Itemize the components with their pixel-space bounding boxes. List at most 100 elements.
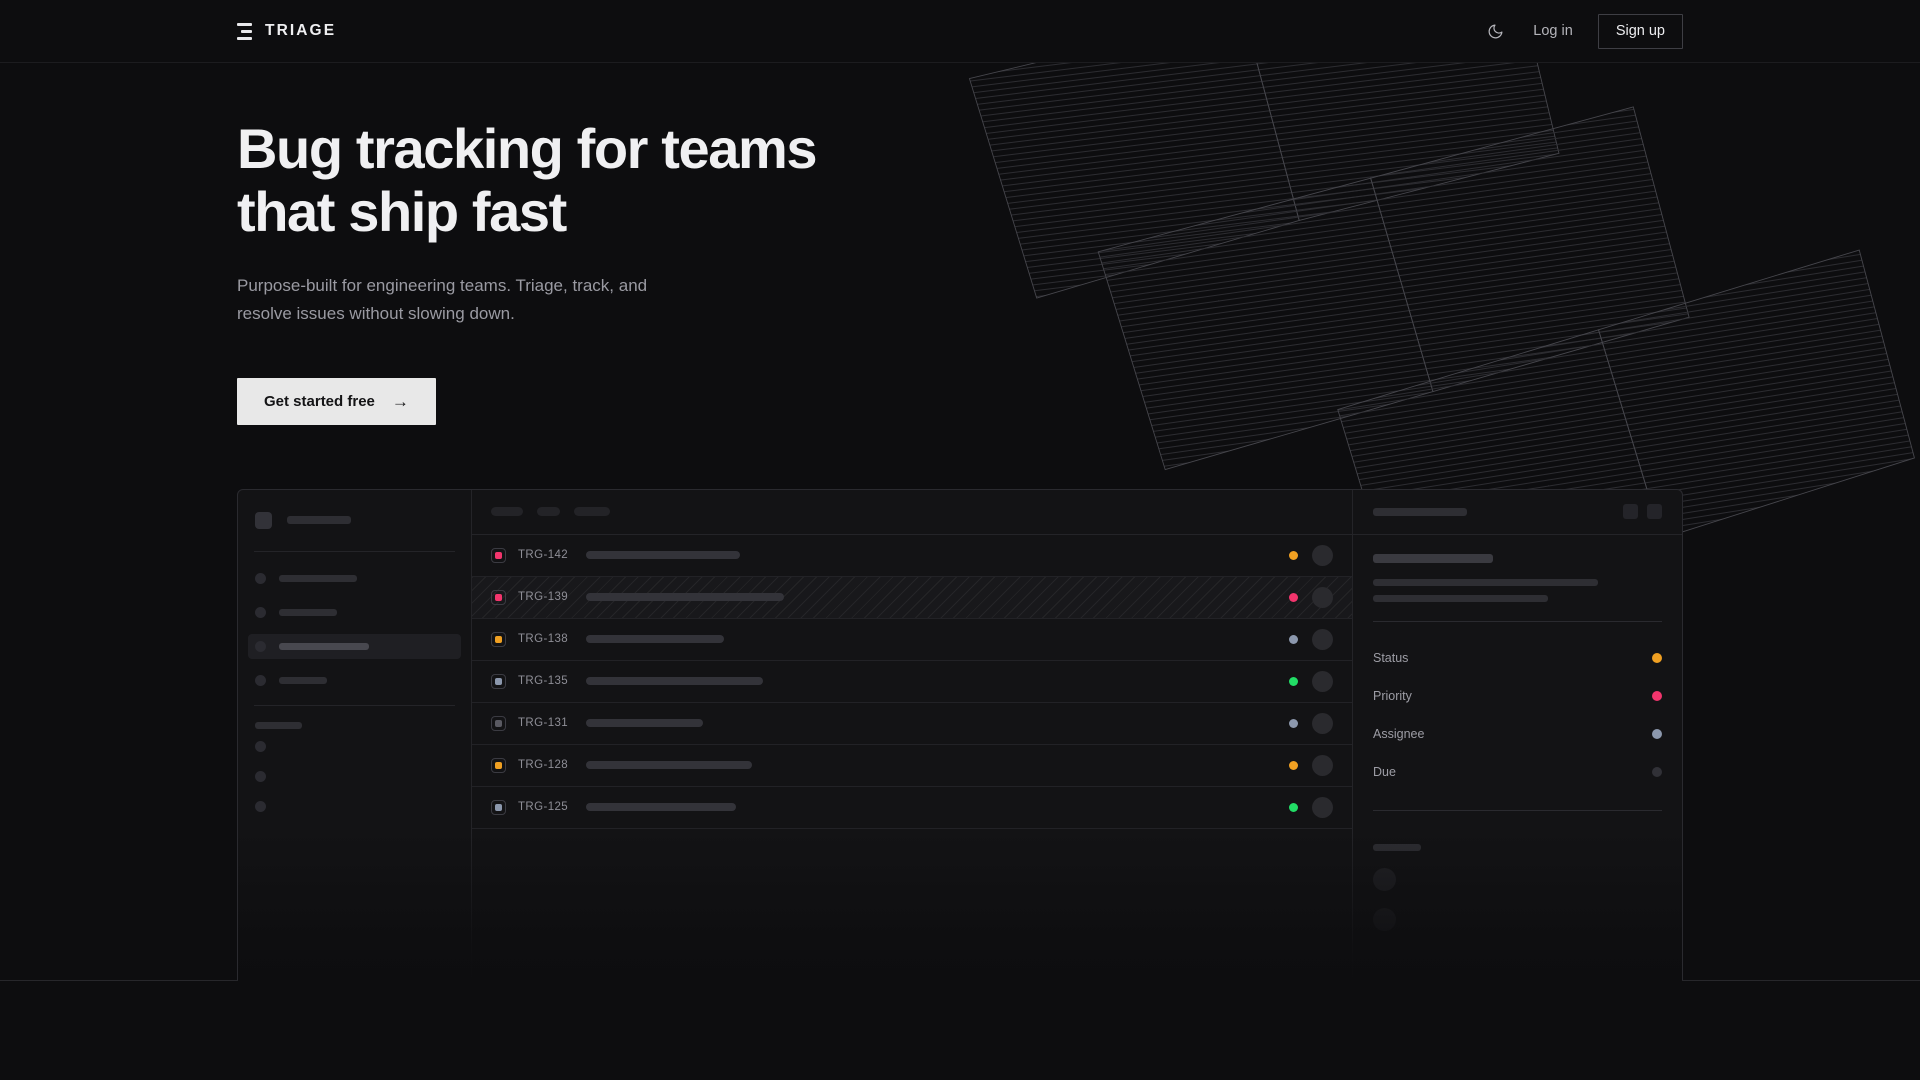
issue-title-placeholder: [586, 761, 752, 769]
issue-id: TRG-139: [518, 591, 569, 603]
sidebar-nav-icon-placeholder: [255, 674, 266, 686]
brand-name: TRIAGE: [265, 22, 337, 39]
priority-badge[interactable]: [491, 547, 506, 563]
detail-field-assignee[interactable]: Assignee: [1373, 715, 1662, 753]
status-badge: [1289, 676, 1298, 686]
issue-title-placeholder: [586, 803, 736, 811]
subhead-line-1: Purpose-built for engineering teams. Tri…: [237, 276, 648, 296]
sidebar-nav-item-2[interactable]: [248, 600, 461, 625]
activity-avatar-1[interactable]: [1373, 867, 1396, 891]
priority-indicator-icon: [495, 593, 502, 601]
priority-indicator-icon: [495, 761, 502, 769]
detail-divider: [1373, 620, 1662, 622]
brand-logo[interactable]: TRIAGE: [237, 22, 336, 40]
avatar[interactable]: [1312, 586, 1333, 608]
workspace-name-placeholder: [287, 516, 351, 524]
table-row[interactable]: TRG-139: [472, 576, 1352, 619]
sidebar-list-dot-2[interactable]: [255, 770, 266, 782]
sidebar-nav-icon-placeholder: [255, 606, 266, 618]
issue-title-placeholder: [586, 719, 703, 727]
priority-badge[interactable]: [491, 673, 506, 689]
sidebar-nav-item-1[interactable]: [248, 566, 461, 591]
get-started-label: Get started free: [264, 392, 375, 410]
detail-action-button-1[interactable]: [1623, 504, 1638, 519]
hero-subheadline: Purpose-built for engineering teams. Tri…: [237, 272, 707, 327]
stacked-bars-logo-icon: [237, 22, 252, 40]
issue-title-placeholder: [586, 551, 740, 559]
toolbar-chip-2[interactable]: [537, 507, 560, 516]
issue-id: TRG-138: [518, 633, 569, 645]
avatar[interactable]: [1312, 712, 1333, 734]
page-title: Bug tracking for teams that ship fast: [237, 117, 957, 243]
detail-description-placeholder: [1373, 578, 1662, 602]
field-value-indicator: [1652, 652, 1662, 663]
field-label: Status: [1373, 650, 1409, 665]
headline-line-2: that ship fast: [237, 179, 567, 243]
signup-button[interactable]: Sign up: [1597, 13, 1683, 49]
issue-id: TRG-128: [518, 759, 569, 771]
priority-indicator-icon: [495, 803, 502, 811]
avatar[interactable]: [1312, 796, 1333, 818]
avatar[interactable]: [1312, 670, 1333, 692]
field-value-indicator: [1652, 766, 1662, 777]
detail-field-status[interactable]: Status: [1373, 639, 1662, 677]
mock-workspace-switcher[interactable]: [238, 490, 471, 551]
table-row[interactable]: TRG-125: [472, 787, 1352, 829]
sidebar-nav-label-placeholder: [279, 608, 337, 616]
priority-badge[interactable]: [491, 589, 506, 605]
sidebar-nav-label-placeholder: [279, 642, 369, 650]
login-link[interactable]: Log in: [1533, 23, 1573, 39]
mock-sidebar-nav: [238, 552, 471, 705]
detail-description-line-2: [1373, 594, 1548, 602]
nav-actions: Log in Sign up: [1482, 13, 1683, 49]
avatar[interactable]: [1312, 754, 1333, 776]
moon-icon[interactable]: [1482, 18, 1508, 44]
page-bottom-divider: [0, 979, 1920, 981]
priority-badge[interactable]: [491, 799, 506, 815]
priority-badge[interactable]: [491, 757, 506, 773]
get-started-button[interactable]: Get started free →: [237, 377, 436, 425]
sidebar-section-header: [238, 706, 471, 741]
table-row[interactable]: TRG-138: [472, 619, 1352, 661]
avatar[interactable]: [1312, 544, 1333, 566]
detail-field-due[interactable]: Due: [1373, 753, 1662, 791]
toolbar-chip-1[interactable]: [491, 507, 523, 516]
detail-panel-header: [1353, 490, 1682, 535]
sidebar-list-dot-1[interactable]: [255, 740, 266, 752]
arrow-right-icon: →: [391, 391, 409, 411]
table-row[interactable]: TRG-142: [472, 535, 1352, 577]
priority-badge[interactable]: [491, 715, 506, 731]
priority-indicator-icon: [495, 551, 502, 559]
status-badge: [1289, 760, 1298, 770]
table-row[interactable]: TRG-128: [472, 745, 1352, 787]
detail-action-button-2[interactable]: [1647, 504, 1662, 519]
issue-title-placeholder: [586, 635, 724, 643]
sidebar-nav-item-4[interactable]: [248, 668, 461, 693]
row-meta: [1289, 712, 1333, 734]
table-row[interactable]: TRG-131: [472, 703, 1352, 745]
activity-avatar-2[interactable]: [1373, 907, 1396, 931]
sidebar-nav-label-placeholder: [279, 574, 357, 582]
activity-label-placeholder: [1373, 843, 1421, 851]
detail-field-priority[interactable]: Priority: [1373, 677, 1662, 715]
row-meta: [1289, 544, 1333, 566]
sidebar-nav-item-3[interactable]: [248, 633, 461, 659]
field-value-indicator: [1652, 690, 1662, 701]
sidebar-secondary-list: [238, 740, 471, 812]
row-meta: [1289, 670, 1333, 692]
toolbar-chip-3[interactable]: [574, 507, 610, 516]
status-badge: [1289, 634, 1298, 644]
activity-avatars: [1373, 867, 1662, 931]
table-row[interactable]: TRG-135: [472, 661, 1352, 703]
row-meta: [1289, 796, 1333, 818]
avatar[interactable]: [1312, 628, 1333, 650]
priority-badge[interactable]: [491, 631, 506, 647]
sidebar-list-dot-3[interactable]: [255, 800, 266, 812]
field-label: Due: [1373, 764, 1396, 779]
priority-indicator-icon: [495, 635, 502, 643]
detail-activity-section: [1373, 828, 1662, 931]
